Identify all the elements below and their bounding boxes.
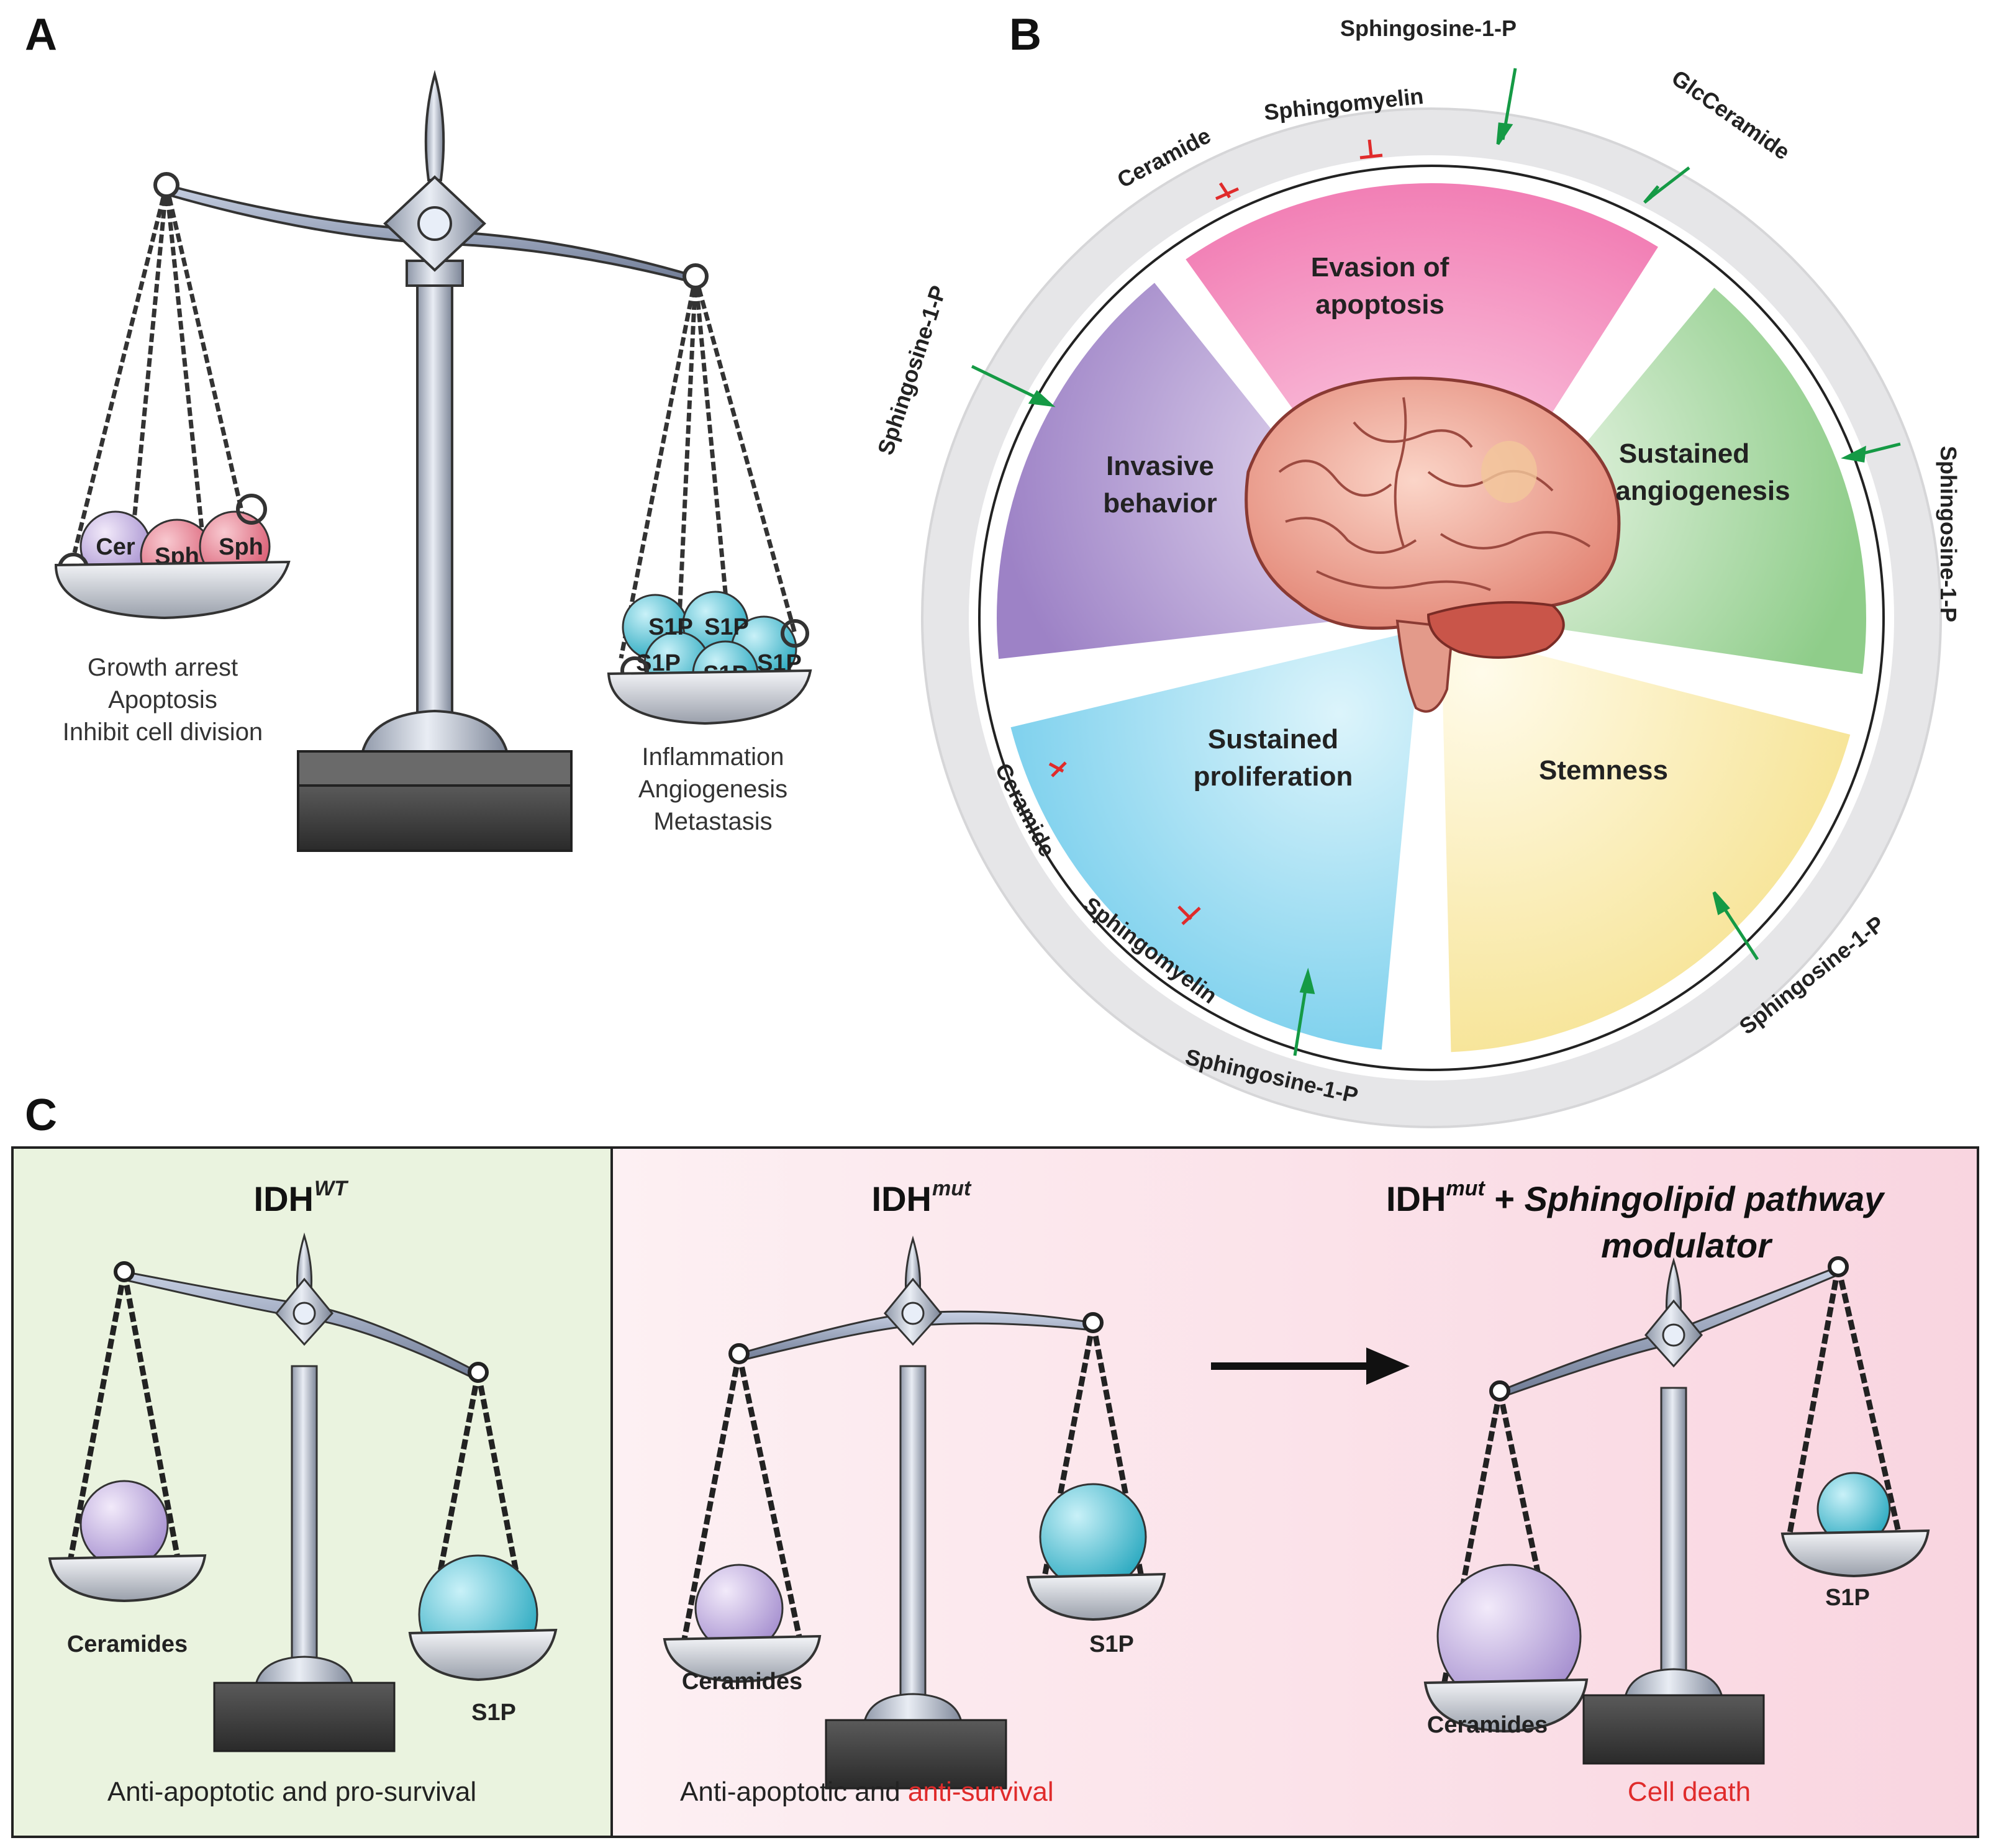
ring-label-s1p-left: Sphingosine-1-P (873, 283, 951, 458)
panel-a-right-caption-1: Inflammation (642, 743, 784, 771)
mut-title-sup: mut (932, 1177, 972, 1200)
wedge-label-angiogenesis-2: angiogenesis (1615, 476, 1790, 506)
wedge-label-invasive-2: behavior (1103, 488, 1217, 519)
wt-left-label: Ceramides (67, 1631, 188, 1657)
panel-a-column (416, 260, 453, 728)
panel-a-pointer (424, 70, 445, 181)
ring-label-glcceramide: GlcCeramide (1667, 65, 1794, 165)
wedge-label-proliferation-2: proliferation (1194, 761, 1353, 792)
ball-ceramides-wt (79, 1480, 169, 1569)
panel-b-inhibition-bars (1048, 139, 1383, 925)
inhibit-ceramide-bottom (1048, 761, 1067, 777)
panel-a-left-caption-2: Apoptosis (108, 686, 217, 713)
wedge-label-angiogenesis-1: Sustained (1619, 438, 1749, 469)
panel-a-right-caption-3: Metastasis (653, 808, 772, 835)
mod-title-italic-2: modulator (1601, 1226, 1773, 1265)
transition-arrow (1211, 1348, 1410, 1385)
panel-a-letter: A (25, 10, 57, 60)
mut-title-base: IDH (872, 1179, 932, 1218)
panel-c-mut-background (610, 1146, 1979, 1838)
wedge-label-evasion-1: Evasion of (1311, 252, 1449, 283)
panel-a-base (297, 784, 573, 852)
panel-a-left-pan (54, 560, 291, 620)
scale-mut (663, 1235, 1166, 1790)
scale-modulator (1423, 1256, 1930, 1765)
panel-a: A Cer Sph Sph (25, 10, 812, 852)
scale-wt (48, 1232, 558, 1752)
panel-a-right-caption-2: Angiogenesis (638, 776, 787, 803)
mod-title-line-1: IDHmut + Sphingolipid pathway (1386, 1177, 1885, 1218)
panel-a-left-caption-3: Inhibit cell division (63, 718, 263, 746)
wedge-sustained-proliferation (1010, 629, 1422, 1050)
wedge-label-stemness: Stemness (1539, 755, 1668, 786)
wedge-stemness (1441, 630, 1851, 1053)
mod-title-italic-1: Sphingolipid pathway (1525, 1179, 1886, 1218)
mod-title-sup: mut (1446, 1177, 1485, 1200)
panel-b-activation-arrows (971, 68, 1901, 1056)
mod-right-label: S1P (1825, 1585, 1870, 1611)
ring-label-s1p-top: Sphingosine-1-P (1340, 16, 1517, 41)
mod-left-label: Ceramides (1427, 1712, 1548, 1738)
ball-label-sph-2: Sph (219, 534, 263, 560)
ball-label-cer: Cer (96, 534, 135, 560)
ring-label-s1p-right: Sphingosine-1-P (1936, 446, 1961, 622)
mut-caption-black: Anti-apoptotic and (680, 1777, 908, 1807)
mut-caption-red: anti-survival (908, 1777, 1054, 1807)
mut-right-label: S1P (1089, 1631, 1134, 1657)
panel-c: C IDH WT Ceramides S1P Anti-apo (11, 1090, 1979, 1838)
ball-label-s1p-1: S1P (648, 614, 693, 640)
mod-caption: Cell death (1628, 1777, 1751, 1807)
panel-c-letter: C (25, 1090, 57, 1140)
brain-illustration (1245, 376, 1621, 713)
inhibit-ceramide-top (1215, 182, 1240, 201)
panel-a-right-pan (607, 669, 812, 725)
mod-title-base: IDH (1386, 1179, 1446, 1218)
panel-b: B Evasion of apoptosis Sustai (873, 10, 1961, 1128)
mut-caption: Anti-apoptotic and anti-survival (680, 1777, 1054, 1807)
inhibit-sphingomyelin-bottom (1177, 905, 1201, 925)
inhibit-sphingomyelin-top (1359, 139, 1383, 160)
wedge-label-invasive-1: Invasive (1106, 451, 1214, 481)
mod-title-plus: + (1485, 1179, 1525, 1218)
panel-a-left-caption-1: Growth arrest (88, 654, 238, 681)
panel-b-letter: B (1009, 10, 1041, 60)
wt-title-base: IDH (254, 1179, 314, 1218)
wedge-label-evasion-2: apoptosis (1315, 289, 1444, 320)
ball-label-s1p-2: S1P (704, 614, 749, 640)
wedge-label-proliferation-1: Sustained (1208, 724, 1338, 754)
panel-b-inner-border (978, 165, 1885, 1071)
wt-caption: Anti-apoptotic and pro-survival (107, 1777, 476, 1807)
mut-left-label: Ceramides (682, 1669, 802, 1695)
arrow-glcceramide (1648, 166, 1690, 200)
wt-right-label: S1P (471, 1700, 516, 1726)
panel-a-left-chains (72, 184, 251, 559)
wt-title-sup: WT (314, 1177, 349, 1200)
